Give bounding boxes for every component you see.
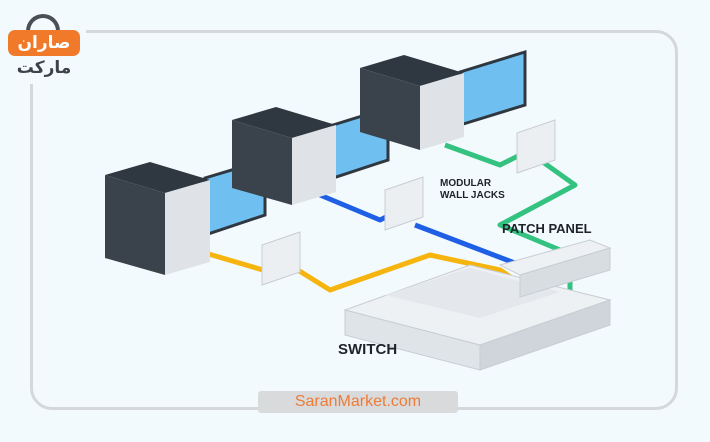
switch-label: SWITCH — [338, 341, 398, 358]
wall-jacks-label-line1: MODULAR — [440, 178, 492, 189]
wall-jack — [261, 119, 556, 286]
wall-jacks-label: MODULAR WALL JACKS — [440, 178, 505, 202]
logo: صاران مارکت — [4, 12, 86, 84]
wall-jacks-label-line2: WALL JACKS — [440, 190, 505, 201]
logo-line1: صاران — [8, 30, 80, 56]
logo-line2: مارکت — [16, 58, 72, 78]
patch-panel — [498, 239, 612, 298]
site-footer: SaranMarket.com — [258, 391, 458, 413]
computer — [360, 49, 527, 150]
patch-panel-label: PATCH PANEL — [502, 221, 592, 236]
bag-handle-icon — [26, 14, 60, 38]
